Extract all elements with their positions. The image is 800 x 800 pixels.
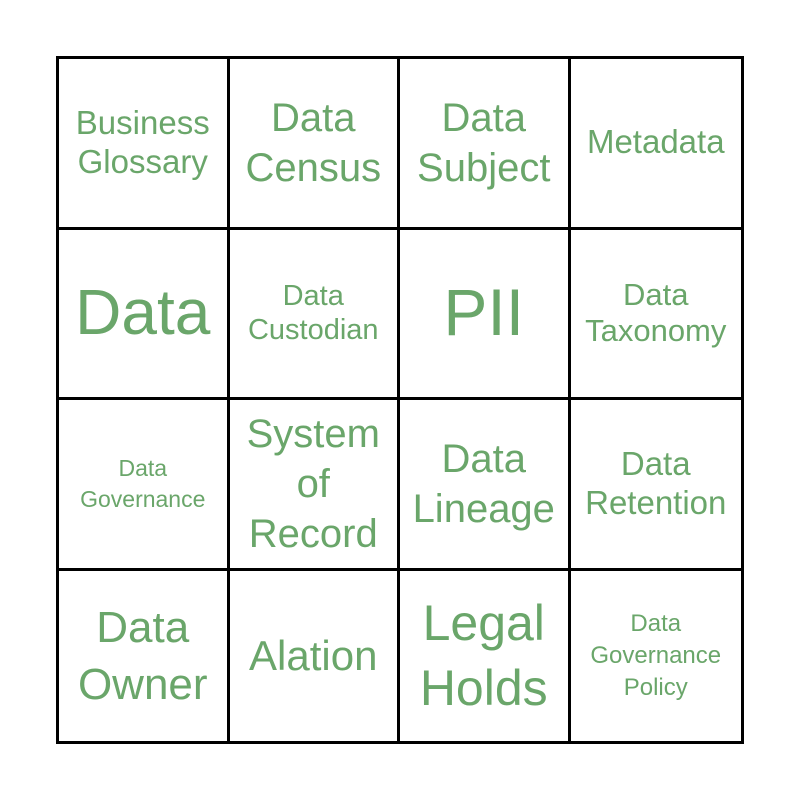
bingo-cell-data[interactable]: Data [59,229,230,400]
bingo-cell-label: Data Custodian [247,280,379,347]
bingo-cell-data-custodian[interactable]: Data Custodian [229,229,400,400]
bingo-cell-data-governance[interactable]: Data Governance [59,400,230,571]
bingo-cell-alation[interactable]: Alation [230,570,400,741]
bingo-cell-label: Data Subject [417,95,551,190]
bingo-cell-data-retention[interactable]: Data Retention [570,400,741,571]
bingo-cell-label: Business Glossary [75,103,210,180]
bingo-cell-pii[interactable]: PII [400,229,571,400]
bingo-cell-data-subject[interactable]: Data Subject [400,59,571,230]
bingo-cell-legal-holds[interactable]: Legal Holds [400,570,571,741]
bingo-cell-data-taxonomy[interactable]: Data Taxonomy [570,230,741,400]
bingo-cell-label: PII [443,275,525,350]
bingo-cell-metadata[interactable]: Metadata [570,59,741,230]
bingo-cell-data-governance-policy[interactable]: Data Governance Policy [571,571,742,742]
bingo-cell-data-lineage[interactable]: Data Lineage [400,400,571,571]
bingo-card: Business Glossary Data Census Data Subje… [56,56,744,744]
bingo-cell-label: Data Retention [585,444,727,521]
bingo-cell-label: Data Census [245,95,382,190]
bingo-cell-label: Metadata [586,123,725,161]
bingo-cell-label: Data Taxonomy [585,276,727,349]
bingo-cell-label: System of Record [246,411,380,556]
bingo-cell-business-glossary[interactable]: Business Glossary [59,59,230,230]
bingo-cell-label: Alation [249,631,378,679]
bingo-cell-label: Legal Holds [419,594,548,716]
bingo-cell-label: Data Lineage [412,436,555,531]
bingo-cell-label: Data Owner [77,602,208,709]
bingo-cell-label: Data Governance [80,454,206,512]
bingo-cell-system-of-record[interactable]: System of Record [229,400,400,571]
bingo-cell-label: Data Governance Policy [590,609,722,701]
bingo-cell-label: Data [75,276,211,349]
bingo-cell-data-owner[interactable]: Data Owner [59,570,230,741]
bingo-cell-data-census[interactable]: Data Census [229,59,400,230]
